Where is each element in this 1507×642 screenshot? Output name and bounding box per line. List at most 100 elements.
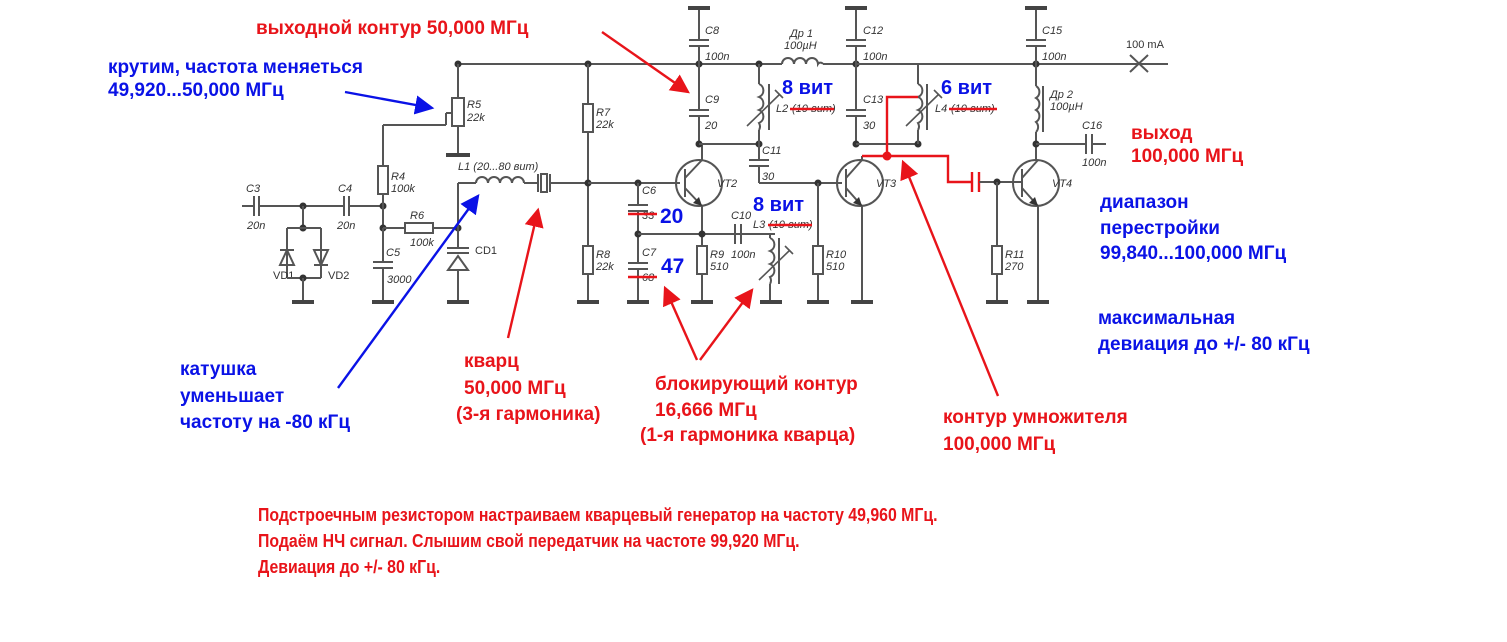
- c6-value: 33: [642, 210, 655, 222]
- c3-value: 20n: [246, 220, 265, 232]
- vd1-ref: VD1: [273, 270, 294, 282]
- arrow-to-c7: [663, 285, 699, 361]
- r8-ref: R8: [596, 249, 611, 261]
- bottom-notes: Подстроечным резистором настраиваем квар…: [258, 502, 937, 580]
- c10-value: 100n: [731, 249, 755, 261]
- coil-line2: уменьшает: [180, 385, 285, 407]
- input-section: C3 20n C4 20n VD1 VD2 R4 100k: [242, 64, 588, 304]
- trimmer-r5: [451, 97, 465, 127]
- dr1-value: 100µH: [784, 40, 817, 52]
- red-modification-wiring: [862, 95, 981, 192]
- vt3-ref: VT3: [876, 178, 897, 190]
- dr2-value: 100µH: [1050, 101, 1083, 113]
- r5-value: 22k: [466, 112, 485, 124]
- dr2-ref: Др 2: [1048, 89, 1073, 101]
- c5-value: 3000: [387, 274, 412, 286]
- max-deviation-line1: максимальная: [1098, 308, 1236, 329]
- vt4-ref: VT4: [1052, 178, 1072, 190]
- arrow-to-r5: [344, 90, 435, 115]
- crystal-line2: 50,000 МГц: [464, 377, 566, 399]
- output-note: выход 100,000 МГц: [1131, 122, 1243, 168]
- cd1-ref: CD1: [475, 245, 497, 257]
- multiplier-line2: 100,000 МГц: [943, 433, 1056, 455]
- r11-value: 270: [1004, 261, 1024, 273]
- oscillator-section: R7 22k R8 22k C6 33 C7 68 VT2 R9: [577, 6, 847, 304]
- c4-ref: C4: [338, 183, 352, 195]
- r10-ref: R10: [826, 249, 847, 261]
- c9-value: 20: [704, 120, 718, 132]
- output-section: R11 270 VT4 C15 100n Др 2 100µH C16 100n: [979, 6, 1106, 304]
- multiplier-line1: контур умножителя: [943, 407, 1128, 428]
- r9-ref: R9: [710, 249, 724, 261]
- supply-terminal: 100 mA: [1126, 39, 1165, 73]
- tuning-knob-line1: крутим, частота меняеться: [108, 57, 363, 78]
- c8-value: 100n: [705, 51, 729, 63]
- supply-current-label: 100 mA: [1126, 39, 1165, 51]
- tuning-range-line1: диапазон: [1100, 192, 1189, 213]
- crystal-line1: кварц: [464, 351, 519, 372]
- tuning-range-line2: перестройки: [1100, 217, 1220, 239]
- dr1-ref: Др 1: [788, 28, 813, 40]
- bottom-note-3: Девиация до +/- 80 кГц.: [258, 557, 441, 577]
- r10-value: 510: [826, 261, 845, 273]
- l4-ref: L4: [935, 103, 947, 115]
- arrow-to-l3: [699, 288, 754, 361]
- l2-ref: L2: [776, 103, 788, 115]
- arrow-to-c9: [601, 31, 690, 94]
- output-line1: выход: [1131, 123, 1193, 144]
- l2-new-turns: 8 вит: [782, 77, 834, 99]
- c16-value: 100n: [1082, 157, 1106, 169]
- tuning-range-line3: 99,840...100,000 МГц: [1100, 243, 1287, 265]
- r4-value: 100k: [391, 183, 415, 195]
- bottom-note-1: Подстроечным резистором настраиваем квар…: [258, 505, 938, 525]
- blocking-circuit-note: блокирующий контур 16,666 МГц (1-я гармо…: [640, 372, 858, 449]
- c6-new-value: 20: [660, 205, 684, 228]
- tuning-knob-note: крутим, частота меняеться 49,920...50,00…: [108, 56, 363, 102]
- c10-ref: C10: [731, 210, 752, 222]
- arrow-to-l1: [337, 194, 480, 389]
- c4-value: 20n: [336, 220, 355, 232]
- vd2-ref: VD2: [328, 270, 349, 282]
- c16-ref: C16: [1082, 120, 1103, 132]
- blocking-line1: блокирующий контур: [655, 374, 858, 395]
- r4-ref: R4: [391, 171, 405, 183]
- blocking-line3: (1-я гармоника кварца): [640, 425, 856, 447]
- c7-new-value: 47: [661, 255, 685, 278]
- r8-value: 22k: [595, 261, 614, 273]
- arrow-to-multiplier: [900, 159, 1000, 397]
- crystal-line3: (3-я гармоника): [456, 404, 601, 426]
- tuning-range-note: диапазон перестройки 99,840...100,000 МГ…: [1100, 190, 1286, 267]
- r5-ref: R5: [467, 99, 482, 111]
- c6-ref: C6: [642, 185, 657, 197]
- l3-ref: L3: [753, 219, 766, 231]
- c9-ref: C9: [705, 94, 719, 106]
- blocking-line2: 16,666 МГц: [655, 399, 757, 421]
- coil-line1: катушка: [180, 359, 257, 380]
- c12-ref: C12: [863, 25, 883, 37]
- output-circuit-50-note: выходной контур 50,000 МГц: [256, 18, 529, 39]
- tuning-knob-line2: 49,920...50,000 МГц: [108, 80, 284, 102]
- c15-ref: C15: [1042, 25, 1063, 37]
- bottom-note-2: Подаём НЧ сигнал. Слышим свой передатчик…: [258, 531, 800, 551]
- c11-ref: C11: [762, 145, 781, 157]
- multiplier-section: C12 100n C13 30 L4 (10 вит) VT3: [836, 6, 997, 304]
- c3-ref: C3: [246, 183, 261, 195]
- multiplier-circuit-note: контур умножителя 100,000 МГц: [943, 405, 1128, 458]
- r7-value: 22k: [595, 119, 614, 131]
- l4-new-turns: 6 вит: [941, 77, 993, 99]
- c13-ref: C13: [863, 94, 884, 106]
- l1-ref: L1 (20...80 вит): [458, 161, 539, 173]
- l3-new-turns: 8 вит: [753, 194, 805, 216]
- c12-value: 100n: [863, 51, 887, 63]
- coil-line3: частоту на -80 кГц: [180, 412, 350, 434]
- r9-value: 510: [710, 261, 729, 273]
- vt2-ref: VT2: [717, 178, 737, 190]
- r11-ref: R11: [1005, 249, 1024, 261]
- c11-value: 30: [762, 171, 775, 183]
- c15-value: 100n: [1042, 51, 1066, 63]
- coil-note: катушка уменьшает частоту на -80 кГц: [180, 357, 350, 437]
- r6-ref: R6: [410, 210, 425, 222]
- max-deviation-line2: девиация до +/- 80 кГц: [1098, 333, 1310, 355]
- c5-ref: C5: [386, 247, 401, 259]
